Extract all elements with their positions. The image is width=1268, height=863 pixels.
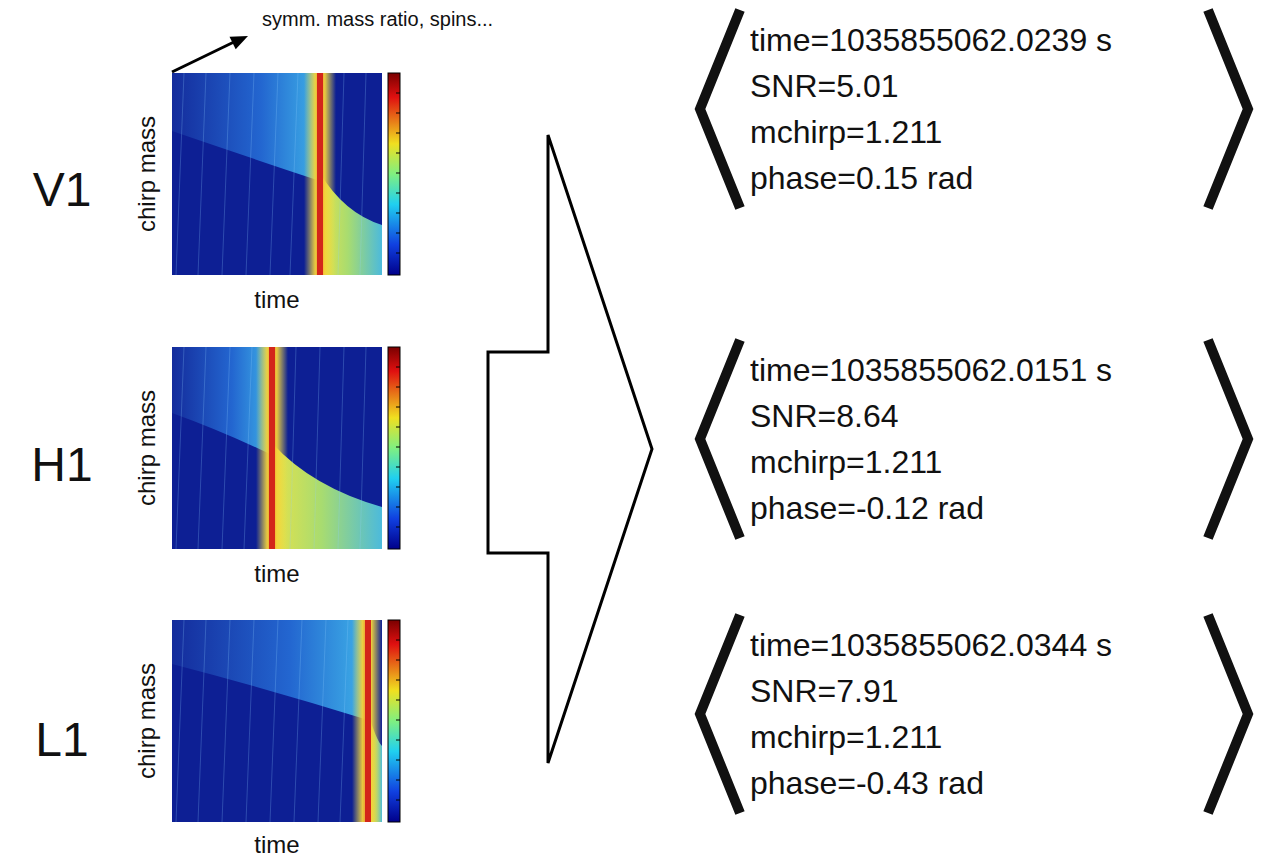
- angle-bracket: [700, 340, 740, 538]
- heatmap-streaks: [176, 620, 348, 822]
- axis-label: chirp mass: [133, 390, 161, 506]
- axis-label: time: [254, 831, 299, 859]
- angle-bracket: [1208, 615, 1248, 813]
- tuple-field: SNR=8.64: [750, 393, 1112, 439]
- tuple-field: phase=-0.43 rad: [750, 760, 1112, 806]
- tuple-field: time=1035855062.0151 s: [750, 347, 1112, 393]
- funnel-arrow: [488, 135, 652, 763]
- detector-name: V1: [33, 162, 92, 217]
- heatmap-streaks: [176, 347, 366, 549]
- tuple-body: time=1035855062.0151 sSNR=8.64mchirp=1.2…: [690, 335, 1172, 543]
- heatmap-ground: [172, 73, 382, 275]
- tuple-field: phase=-0.12 rad: [750, 485, 1112, 531]
- detector-name: L1: [35, 712, 88, 767]
- heatmap: [172, 347, 382, 549]
- detector-name: H1: [31, 437, 92, 492]
- tuple-body: time=1035855062.0344 sSNR=7.91mchirp=1.2…: [690, 610, 1172, 818]
- colorbar-ticks: [396, 367, 400, 527]
- heatmap-ground: [172, 347, 382, 549]
- tuple-field: mchirp=1.211: [750, 439, 1112, 485]
- heatmap-streaks: [176, 73, 366, 275]
- colorbar: [388, 620, 400, 822]
- heatmap-peak: [269, 347, 275, 549]
- colorbar-ticks: [396, 640, 400, 800]
- tuple-field: time=1035855062.0344 s: [750, 622, 1112, 668]
- heatmap-peak: [365, 620, 371, 822]
- heatmap-band: [172, 620, 368, 720]
- tuple-field: mchirp=1.211: [750, 109, 1112, 155]
- angle-bracket: [1208, 10, 1248, 208]
- axis-label: time: [254, 560, 299, 588]
- tuple-body: time=1035855062.0239 sSNR=5.01mchirp=1.2…: [690, 5, 1172, 213]
- colorbar: [388, 73, 400, 275]
- tuple-field: phase=0.15 rad: [750, 155, 1112, 201]
- arrow-head: [230, 36, 249, 49]
- tuple-box: time=1035855062.0151 sSNR=8.64mchirp=1.2…: [690, 335, 1258, 543]
- axis-label: chirp mass: [133, 116, 161, 232]
- axis-label: chirp mass: [133, 663, 161, 779]
- colorbar-ticks: [396, 93, 400, 253]
- tuple-field: SNR=5.01: [750, 63, 1112, 109]
- heatmap: [172, 620, 382, 822]
- dimension-arrow: [172, 41, 236, 72]
- heatmap-halo: [256, 347, 288, 549]
- axis-label: time: [254, 286, 299, 314]
- heatmap: [172, 73, 382, 275]
- angle-bracket: [700, 615, 740, 813]
- heatmap-ground: [172, 620, 382, 822]
- angle-bracket: [1208, 340, 1248, 538]
- tuple-field: time=1035855062.0239 s: [750, 17, 1112, 63]
- heatmap-fan: [272, 443, 382, 549]
- tuple-field: SNR=7.91: [750, 668, 1112, 714]
- tuple-field: mchirp=1.211: [750, 714, 1112, 760]
- tuple-box: time=1035855062.0239 sSNR=5.01mchirp=1.2…: [690, 5, 1258, 213]
- tuple-box: time=1035855062.0344 sSNR=7.91mchirp=1.2…: [690, 610, 1258, 818]
- heatmap-halo: [304, 73, 336, 275]
- heatmap-peak: [317, 73, 323, 275]
- heatmap-halo: [352, 620, 382, 822]
- axis-note: symm. mass ratio, spins...: [262, 8, 493, 31]
- angle-bracket: [700, 10, 740, 208]
- colorbar: [388, 347, 400, 549]
